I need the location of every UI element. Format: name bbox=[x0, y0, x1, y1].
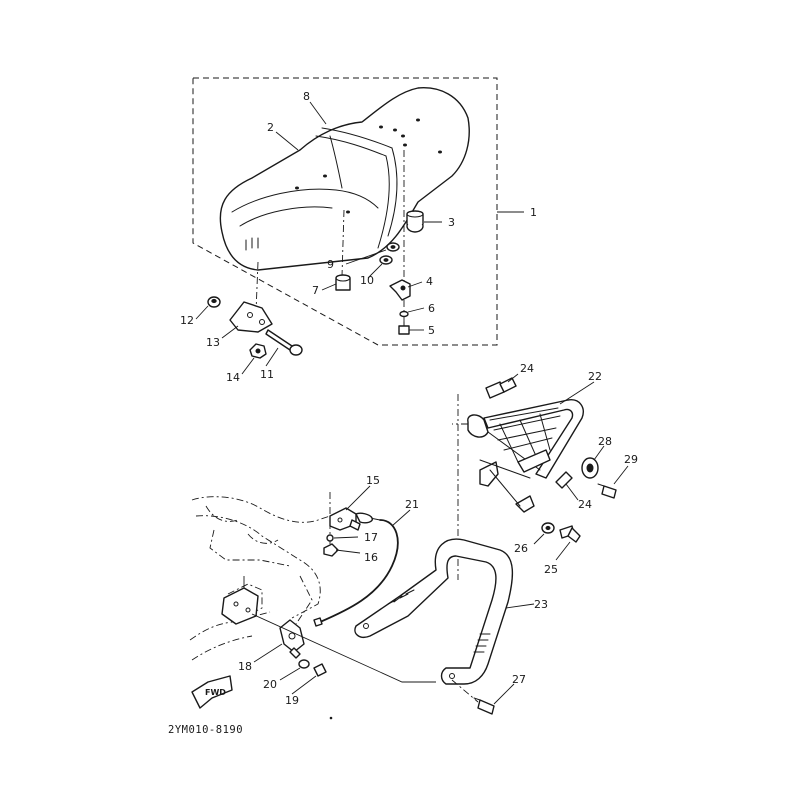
callout-19: 19 bbox=[285, 694, 299, 707]
callout-29: 29 bbox=[624, 453, 638, 466]
callout-23: 23 bbox=[534, 598, 548, 611]
callout-27: 27 bbox=[512, 673, 526, 686]
callout-2: 2 bbox=[267, 121, 274, 134]
callout-18: 18 bbox=[238, 660, 252, 673]
bolt-19[interactable] bbox=[313, 663, 327, 677]
bolt-27[interactable] bbox=[473, 697, 495, 715]
callout-14: 14 bbox=[226, 371, 240, 384]
part-code: 2YM010-8190 bbox=[168, 724, 243, 736]
hinge-bracket[interactable] bbox=[229, 301, 273, 333]
nut-14[interactable] bbox=[249, 343, 267, 359]
frame-section bbox=[189, 492, 331, 661]
callout-20: 20 bbox=[263, 678, 277, 691]
callout-labels: 1 2 3 4 5 6 7 8 9 10 11 12 13 14 15 16 1… bbox=[180, 90, 638, 707]
washer-26[interactable] bbox=[541, 522, 555, 534]
bolt-24-upper[interactable] bbox=[485, 377, 517, 399]
callout-25: 25 bbox=[544, 563, 558, 576]
callout-21: 21 bbox=[405, 498, 419, 511]
callout-16: 16 bbox=[364, 551, 378, 564]
callout-4: 4 bbox=[426, 275, 433, 288]
callout-24-upper: 24 bbox=[520, 362, 534, 375]
washer-6[interactable] bbox=[399, 310, 409, 318]
lock-lever[interactable] bbox=[329, 507, 361, 531]
callout-11: 11 bbox=[260, 368, 274, 381]
nut-12[interactable] bbox=[207, 296, 221, 308]
callout-9: 9 bbox=[327, 258, 334, 271]
callout-8: 8 bbox=[303, 90, 310, 103]
rear-carrier[interactable] bbox=[467, 399, 584, 513]
collar-17[interactable] bbox=[326, 534, 334, 542]
callout-15: 15 bbox=[366, 474, 380, 487]
bolt-25[interactable] bbox=[559, 525, 581, 543]
washer-20[interactable] bbox=[298, 659, 310, 669]
callout-1: 1 bbox=[530, 206, 537, 219]
callout-13: 13 bbox=[206, 336, 220, 349]
bolt-5[interactable] bbox=[398, 321, 410, 335]
callout-28: 28 bbox=[598, 435, 612, 448]
seat-assembly-boundary bbox=[192, 77, 498, 346]
bolt-29[interactable] bbox=[597, 483, 617, 499]
nut-10[interactable] bbox=[379, 255, 393, 265]
callout-24-right: 24 bbox=[578, 498, 592, 511]
callout-10: 10 bbox=[360, 274, 374, 287]
hinge-pin[interactable] bbox=[265, 329, 303, 356]
nut-16[interactable] bbox=[323, 543, 339, 557]
fwd-label: FWD bbox=[205, 688, 226, 697]
seat-hook-bracket[interactable] bbox=[389, 279, 411, 301]
callout-6: 6 bbox=[428, 302, 435, 315]
grab-bar[interactable] bbox=[354, 538, 514, 685]
callout-26: 26 bbox=[514, 542, 528, 555]
fwd-direction-arrow: FWD bbox=[191, 675, 233, 709]
callout-leaders bbox=[195, 101, 629, 705]
callout-5: 5 bbox=[428, 324, 435, 337]
bolt-24-right[interactable] bbox=[555, 471, 573, 489]
lock-bracket[interactable] bbox=[221, 587, 259, 625]
collar-28[interactable] bbox=[581, 457, 599, 479]
seat[interactable] bbox=[219, 87, 470, 271]
callout-7: 7 bbox=[312, 284, 319, 297]
callout-17: 17 bbox=[364, 531, 378, 544]
seat-lock[interactable] bbox=[279, 619, 305, 659]
callout-12: 12 bbox=[180, 314, 194, 327]
rubber-damper[interactable] bbox=[406, 210, 424, 233]
callout-3: 3 bbox=[448, 216, 455, 229]
callout-22: 22 bbox=[588, 370, 602, 383]
washer-9[interactable] bbox=[386, 242, 400, 252]
rubber-damper-small[interactable] bbox=[335, 274, 351, 291]
